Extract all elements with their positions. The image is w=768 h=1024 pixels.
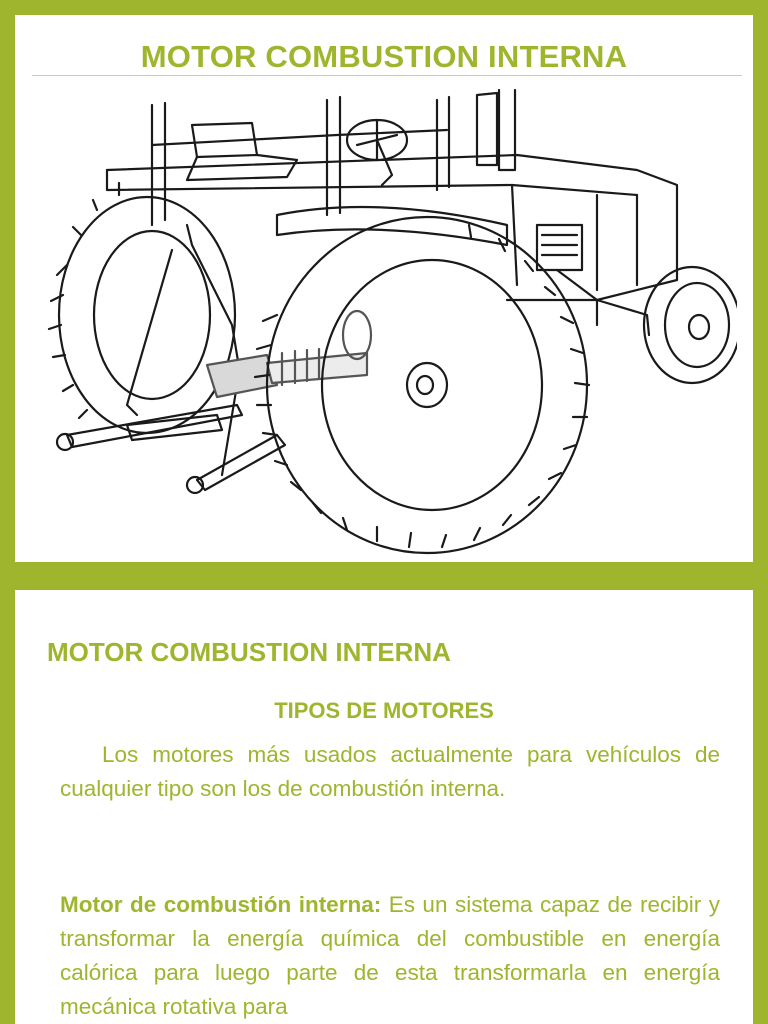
- front-tire: [595, 265, 737, 385]
- slide-2-subtitle: TIPOS DE MOTORES: [274, 698, 494, 723]
- seat: [185, 121, 299, 182]
- steering-wheel: [345, 118, 409, 187]
- slide-2-title: MOTOR COMBUSTION INTERNA: [47, 637, 451, 667]
- roll-frame: [150, 95, 451, 227]
- tractor-illustration: [47, 88, 737, 555]
- pto-shaft: [205, 309, 373, 399]
- slide-2: MOTOR COMBUSTION INTERNA TIPOS DE MOTORE…: [15, 590, 753, 1024]
- rear-tire-right: [253, 215, 591, 555]
- slide-1-title: MOTOR COMBUSTION INTERNA: [140, 39, 628, 74]
- paragraph-2-text: Es un sistema capaz de recibir y transfo…: [60, 892, 720, 1019]
- exhaust-stack: [475, 88, 517, 172]
- title-divider: [32, 75, 742, 76]
- paragraph-2-lead: Motor de combustión interna:: [60, 892, 382, 917]
- fender: [275, 205, 509, 247]
- paragraph-2: Motor de combustión interna: Es un siste…: [60, 888, 720, 1024]
- rear-tire-left: [47, 181, 237, 435]
- slide-1: MOTOR COMBUSTION INTERNA: [15, 15, 753, 562]
- hitch-linkage: [55, 223, 287, 495]
- paragraph-1: Los motores más usados actualmente para …: [60, 742, 720, 801]
